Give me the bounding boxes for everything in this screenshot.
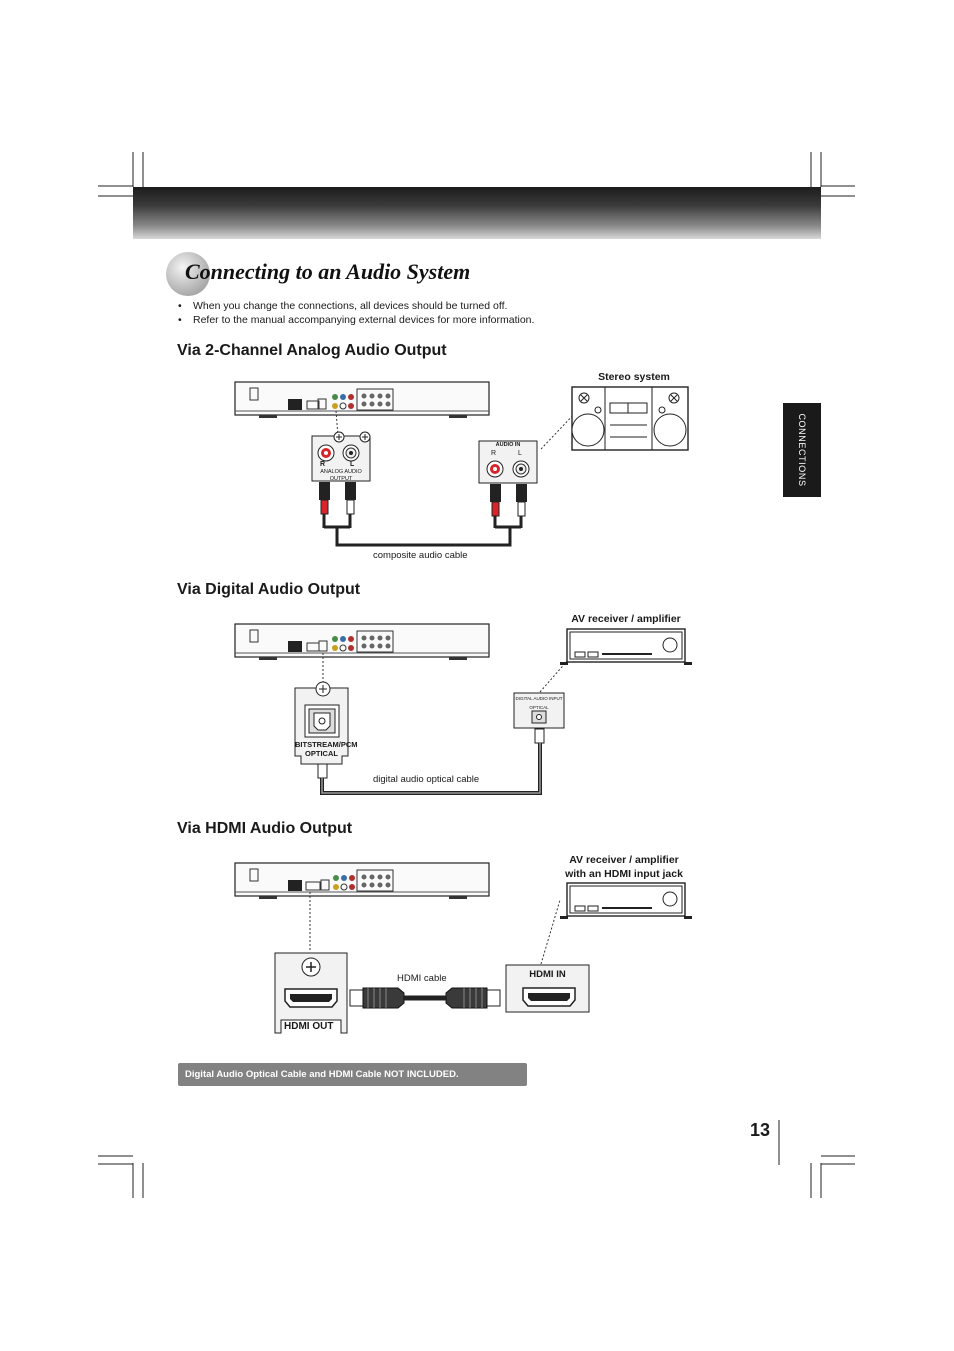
side-tab: CONNECTIONS <box>783 403 821 497</box>
hdmi-cable-label: HDMI cable <box>397 973 447 984</box>
hdmi-receiver-label-line1: AV receiver / amplifier <box>569 854 679 866</box>
optical-input-panel <box>513 692 565 729</box>
l-label: L <box>350 461 355 468</box>
audio-in-r-label: R <box>491 450 497 457</box>
composite-cable-label: composite audio cable <box>373 550 468 561</box>
hdmi-out-label: HDMI OUT <box>284 1021 334 1032</box>
analog-output-label-line1: ANALOG AUDIO <box>320 469 362 475</box>
page-title: Connecting to an Audio System <box>185 259 471 284</box>
analog-output-label-line2: OUTPUT <box>329 475 353 482</box>
audio-in-label: AUDIO IN <box>495 442 521 448</box>
optical-output-label: BITSTREAM/PCM OPTICAL <box>295 740 358 758</box>
av-receiver-illustration <box>560 628 692 665</box>
hdmi-in-label: HDMI IN <box>529 969 566 980</box>
not-included-notice: Digital Audio Optical Cable and HDMI Cab… <box>178 1063 527 1086</box>
notes-list: When you change the connections, all dev… <box>176 300 534 327</box>
hdmi-in-panel <box>505 964 590 1013</box>
optical-input-label-line1: DIGITAL AUDIO INPUT <box>515 696 563 701</box>
page-number: 13 <box>750 1120 771 1140</box>
optical-input-label: DIGITAL AUDIO INPUT OPTICAL <box>512 694 566 712</box>
note-item: Refer to the manual accompanying externa… <box>176 314 534 328</box>
hdmi-receiver-label: AV receiver / amplifier with an HDMI inp… <box>553 853 695 881</box>
hdmi-receiver-label-line2: with an HDMI input jack <box>565 868 683 880</box>
analog-output-label: ANALOG AUDIO OUTPUT <box>310 469 372 482</box>
section-heading-hdmi: Via HDMI Audio Output <box>177 820 353 837</box>
section-heading-analog: Via 2-Channel Analog Audio Output <box>177 342 447 359</box>
hdmi-cable <box>349 987 501 1009</box>
optical-output-panel <box>294 681 349 765</box>
stereo-system-label: Stereo system <box>598 371 670 383</box>
dvd-player-illustration <box>234 862 490 899</box>
header-bar <box>133 187 821 239</box>
optical-output-label-line2: OPTICAL <box>305 749 338 758</box>
audio-in-panel <box>478 440 538 484</box>
optical-output-label-line1: BITSTREAM/PCM <box>295 740 358 749</box>
hdmi-out-panel <box>274 952 348 1034</box>
stereo-system-illustration <box>571 386 689 451</box>
analog-output-panel <box>311 431 371 482</box>
optical-cable-label: digital audio optical cable <box>373 774 480 785</box>
dvd-player-illustration <box>234 381 490 418</box>
hdmi-receiver-illustration <box>560 882 692 919</box>
section-heading-digital: Via Digital Audio Output <box>177 581 361 598</box>
optical-input-label-line2: OPTICAL <box>529 705 549 710</box>
audio-in-l-label: L <box>518 450 522 457</box>
dvd-player-illustration <box>234 623 490 660</box>
av-receiver-label: AV receiver / amplifier <box>571 613 681 625</box>
note-item: When you change the connections, all dev… <box>176 300 534 314</box>
r-label: R <box>320 461 326 468</box>
title-circle-ornament <box>166 252 210 296</box>
